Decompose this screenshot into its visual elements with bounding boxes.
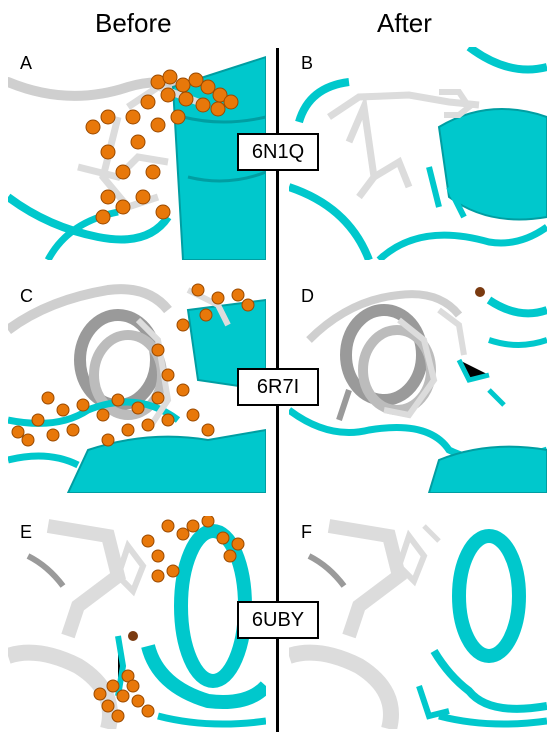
panel-label: E (20, 522, 33, 542)
pdb-id-box-6n1q: 6N1Q (237, 133, 319, 171)
panel-label: F (301, 522, 312, 542)
panel-a-before-6n1q: A (8, 47, 266, 260)
panel-e-before-6uby: E (8, 516, 266, 729)
before-column-title: Before (95, 8, 172, 38)
panel-label: B (301, 53, 314, 73)
panel-label: D (301, 286, 314, 306)
panel-label: C (20, 286, 33, 306)
pdb-id-box-6uby: 6UBY (237, 601, 319, 639)
after-column-title: After (377, 8, 432, 38)
panel-d-after-6r7i: D (289, 280, 547, 493)
panel-f-after-6uby: F (289, 516, 547, 729)
panel-c-before-6r7i: C (8, 280, 266, 493)
panel-b-after-6n1q: B (289, 47, 547, 260)
panel-label: A (20, 53, 33, 73)
pdb-id-box-6r7i: 6R7I (237, 368, 319, 406)
